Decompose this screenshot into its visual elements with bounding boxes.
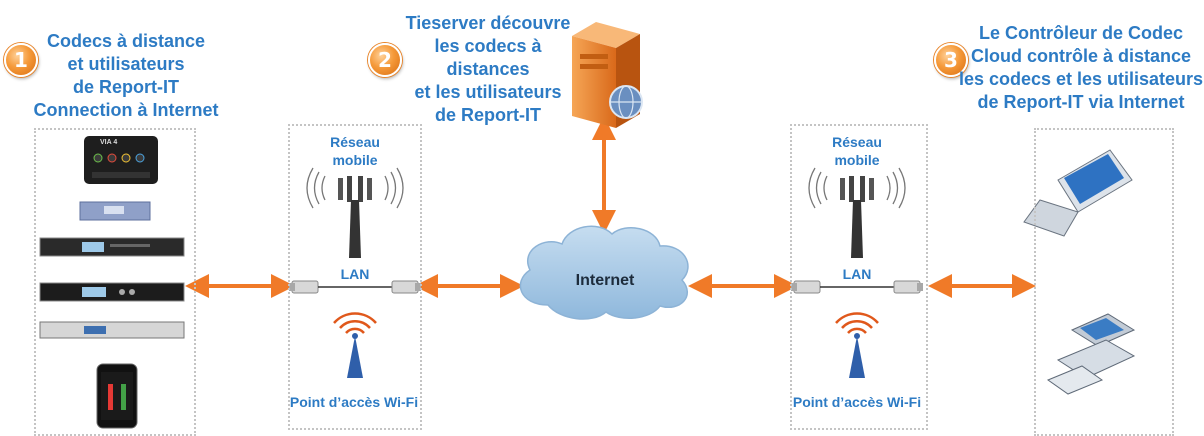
step-badge-3: 3: [934, 43, 968, 77]
rack-codec-small-icon: [79, 201, 151, 221]
title-line: Connection à Internet: [33, 100, 219, 120]
network-panel-left-frame: [288, 124, 422, 430]
title-line: de Report-IT: [435, 105, 541, 125]
title-line: les codecs et les utilisateurs: [958, 69, 1204, 89]
smartphone-app-icon: [96, 363, 138, 429]
rack-codec-icon: [39, 237, 185, 257]
wifi-label: Point d’accès Wi-Fi: [792, 394, 922, 410]
title-line: et les utilisateurs: [414, 82, 562, 102]
title-line: et utilisateurs: [67, 54, 185, 74]
step-badge-2: 2: [368, 43, 402, 77]
title-line: les codecs à: [434, 36, 542, 56]
mobile-network-label: Réseau mobile: [797, 133, 917, 169]
lan-label: LAN: [340, 266, 370, 282]
title-line: Le Contrôleur de Codec: [978, 23, 1184, 43]
via-device-label: VIA 4: [100, 139, 118, 146]
codecs-title: Codecs à distance et utilisateurs de Rep…: [20, 30, 232, 122]
cell-tower-icon: [306, 167, 404, 258]
title-line: Cloud contrôle à distance: [970, 46, 1192, 66]
lan-cable-icon: [289, 280, 421, 294]
controller-panel-frame: [1034, 128, 1174, 436]
cell-tower-icon: [808, 167, 906, 258]
codecs-panel-frame: [34, 128, 196, 436]
title-line: de Report-IT via Internet: [977, 92, 1185, 112]
network-panel-right-frame: [790, 124, 928, 430]
title-line: distances: [446, 59, 530, 79]
title-line: Codecs à distance: [46, 31, 206, 51]
wifi-access-point-icon: [835, 312, 879, 378]
internet-cloud-icon: [519, 225, 689, 320]
step-badge-1: 1: [4, 43, 38, 77]
label-line: Réseau: [832, 134, 882, 150]
laptop-icon: [1023, 149, 1133, 237]
controller-title: Le Contrôleur de Codec Cloud contrôle à …: [958, 22, 1204, 114]
tieserver-server-icon: [572, 22, 643, 128]
internet-label: Internet: [575, 272, 635, 289]
title-line: de Report-IT: [73, 77, 179, 97]
label-line: mobile: [834, 152, 880, 168]
rack-codec-icon: [39, 282, 185, 302]
wifi-label: Point d’accès Wi-Fi: [289, 394, 419, 410]
title-line: Tieserver découvre: [405, 13, 571, 33]
lan-cable-icon: [791, 280, 923, 294]
wifi-access-point-icon: [333, 312, 377, 378]
lan-label: LAN: [842, 266, 872, 282]
desktop-computer-icon: [1046, 313, 1136, 395]
tieserver-title: Tieserver découvre les codecs à distance…: [388, 12, 588, 127]
label-line: mobile: [332, 152, 378, 168]
label-line: Réseau: [330, 134, 380, 150]
via-codec-device-icon: [84, 136, 158, 184]
rack-codec-icon: [39, 321, 185, 339]
mobile-network-label: Réseau mobile: [295, 133, 415, 169]
